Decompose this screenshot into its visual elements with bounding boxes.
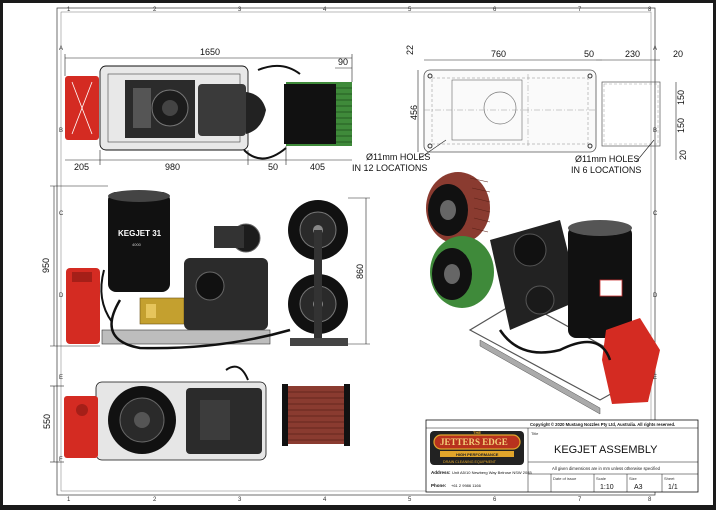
dim-frame-gap: 50	[584, 49, 594, 59]
top-view: 1650 90 205 980 50 405	[64, 47, 353, 172]
grid-col-top: 2	[153, 7, 157, 13]
grid-col-top: 4	[323, 7, 327, 13]
dim-frame-width: 760	[491, 49, 506, 59]
sheet-value: 1/1	[668, 484, 678, 491]
date-label: Date of issue	[553, 476, 577, 481]
dim-gap: 50	[268, 162, 278, 172]
grid-row-left: D	[59, 293, 64, 299]
title-block: Copyright © 2020 Mustang Nozzles Pty Ltd…	[425, 419, 699, 493]
dim-right-b: 150	[676, 118, 686, 133]
grid-col-top: 7	[578, 7, 582, 13]
tank-sub-label: 4000	[132, 242, 142, 247]
jetters-edge-logo: THE JETTERS EDGE HIGH PERFORMANCE DRAIN …	[430, 430, 524, 465]
grid-col-bottom: 4	[323, 497, 327, 503]
holes-left-line1: Ø11mm HOLES	[366, 152, 430, 162]
dimension-note: All given dimensions are in mm unless ot…	[552, 466, 661, 471]
iso-fuel-can	[602, 318, 660, 404]
size-value: A3	[634, 484, 643, 491]
dim-height: 950	[41, 258, 51, 273]
grid-col-top: 3	[238, 7, 242, 13]
grid-row-right: C	[653, 211, 658, 217]
dim-reel-width: 230	[625, 49, 640, 59]
dim-frame-top: 22	[405, 45, 415, 55]
grid-row-right: E	[653, 375, 657, 381]
dim-frame-height: 456	[409, 105, 419, 120]
frame-plan-view: 760 22 50 230 20 456 150 150 20 Ø11mm HO…	[352, 45, 688, 175]
grid-col-bottom: 2	[153, 497, 157, 503]
drawing-border	[56, 7, 656, 496]
grid-col-bottom: 8	[648, 497, 652, 503]
grid-col-bottom: 5	[408, 497, 412, 503]
size-label: Size	[629, 476, 638, 481]
scale-value: 1:10	[600, 484, 614, 491]
logo-main: JETTERS EDGE	[440, 437, 508, 447]
dim-reel-height: 860	[355, 264, 365, 279]
grid-col-bottom: 6	[493, 497, 497, 503]
isometric-view	[426, 172, 660, 415]
grid-labels: 1 2 3 4 5 6 7 8 1 2 3 4 5 6 7 8 A B C D …	[59, 7, 658, 503]
dim-frame-end: 20	[673, 49, 683, 59]
keg-tank	[108, 192, 170, 292]
dim-reel-offset: 90	[338, 57, 348, 67]
front-reel-red	[286, 386, 346, 444]
dim-depth: 550	[42, 414, 52, 429]
drawing-title: KEGJET ASSEMBLY	[554, 444, 658, 456]
title-caption: Title	[531, 431, 539, 436]
dim-middle: 980	[165, 162, 180, 172]
dim-right-a: 150	[676, 90, 686, 105]
grid-col-top: 1	[67, 7, 71, 13]
side-view: KEGJET 31 4000 950 860	[41, 185, 370, 350]
grid-row-left: B	[59, 128, 63, 134]
grid-col-bottom: 1	[67, 497, 71, 503]
grid-col-top: 5	[408, 7, 412, 13]
grid-col-bottom: 3	[238, 497, 242, 503]
copyright-notice: Copyright © 2020 Mustang Nozzles Pty Ltd…	[530, 422, 675, 427]
holes-right-line2: IN 6 LOCATIONS	[571, 165, 641, 175]
phone-label: Phone:	[431, 483, 447, 488]
grid-row-right: A	[653, 46, 657, 52]
grid-row-left: E	[59, 375, 63, 381]
holes-right-line1: Ø11mm HOLES	[575, 154, 639, 164]
scale-label: Scale	[596, 476, 607, 481]
grid-col-top: 8	[648, 7, 652, 13]
grid-row-left: A	[59, 46, 63, 52]
grid-row-right: D	[653, 293, 658, 299]
dim-left: 205	[74, 162, 89, 172]
dim-right-end: 20	[678, 150, 688, 160]
logo-the: THE	[473, 430, 481, 435]
grid-row-left: F	[59, 457, 63, 463]
logo-sub: HIGH PERFORMANCE	[456, 452, 499, 457]
grid-col-top: 6	[493, 7, 497, 13]
dim-reel: 405	[310, 162, 325, 172]
address-value: Unit A5/10 Newberg Way Belrose NSW 2085	[452, 470, 532, 475]
tank-label: KEGJET 31	[118, 229, 162, 238]
grid-row-right: B	[653, 128, 657, 134]
dim-overall-length: 1650	[200, 47, 220, 57]
holes-left-line2: IN 12 LOCATIONS	[352, 163, 427, 173]
grid-col-bottom: 7	[578, 497, 582, 503]
address-label: Address:	[431, 470, 451, 475]
grid-row-left: C	[59, 211, 64, 217]
logo-sub2: DRAIN CLEANING EQUIPMENT	[443, 460, 497, 464]
front-view: 550	[42, 365, 350, 463]
sheet-label: Sheet	[664, 476, 675, 481]
phone-value: +61 2 9986 1166	[451, 483, 482, 488]
